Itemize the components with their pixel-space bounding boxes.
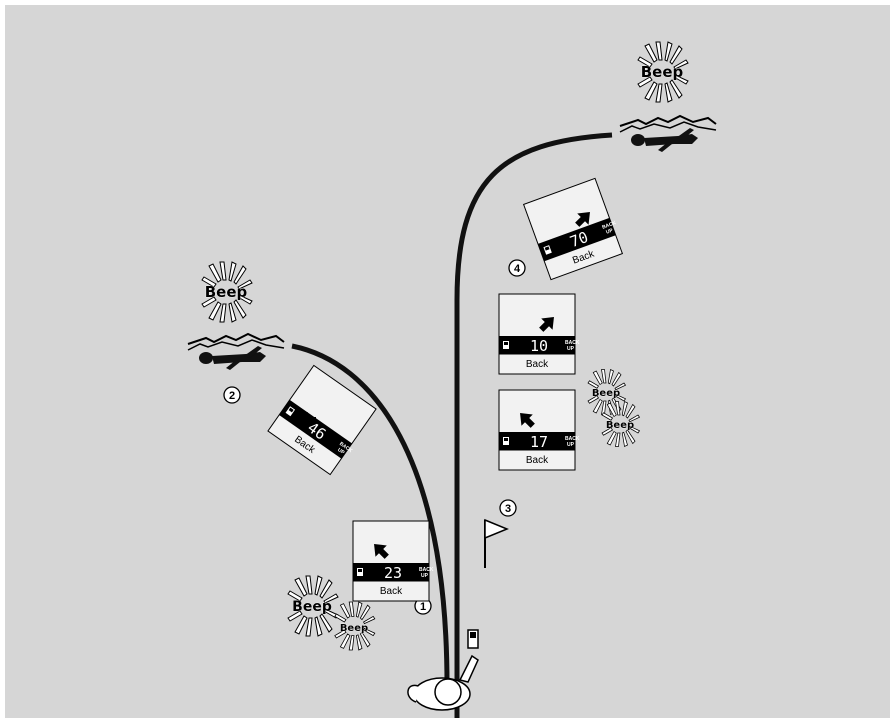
svg-text:Back: Back [380,586,403,597]
beep-label-d17b: Beep [606,420,634,431]
svg-text:4: 4 [514,263,521,275]
beep-label-left: Beep [205,283,248,301]
device-display-17: 17 BACK UP Back [499,390,580,470]
beep-label-d17a: Beep [592,388,620,399]
svg-text:UP: UP [567,442,575,448]
beep-label-bottom-b: Beep [340,623,368,634]
svg-text:2: 2 [229,390,235,402]
step-marker-2: 2 [224,387,240,403]
svg-text:17: 17 [530,433,548,451]
step-marker-3: 3 [500,500,516,516]
device-display-10: 10 BACK UP Back [499,294,580,374]
svg-text:23: 23 [384,564,402,582]
beep-label-top: Beep [641,63,684,81]
svg-text:10: 10 [530,337,548,355]
svg-text:UP: UP [567,346,575,352]
svg-text:Back: Back [526,359,549,370]
device-display-23: 23 BACK UP Back [353,521,434,601]
beep-label-bottom-a: Beep [292,599,332,615]
step-marker-4: 4 [509,260,525,276]
svg-text:UP: UP [421,573,429,579]
svg-text:1: 1 [420,601,426,613]
svg-text:3: 3 [505,503,511,515]
svg-text:Back: Back [526,455,549,466]
diagram-background [5,5,890,718]
